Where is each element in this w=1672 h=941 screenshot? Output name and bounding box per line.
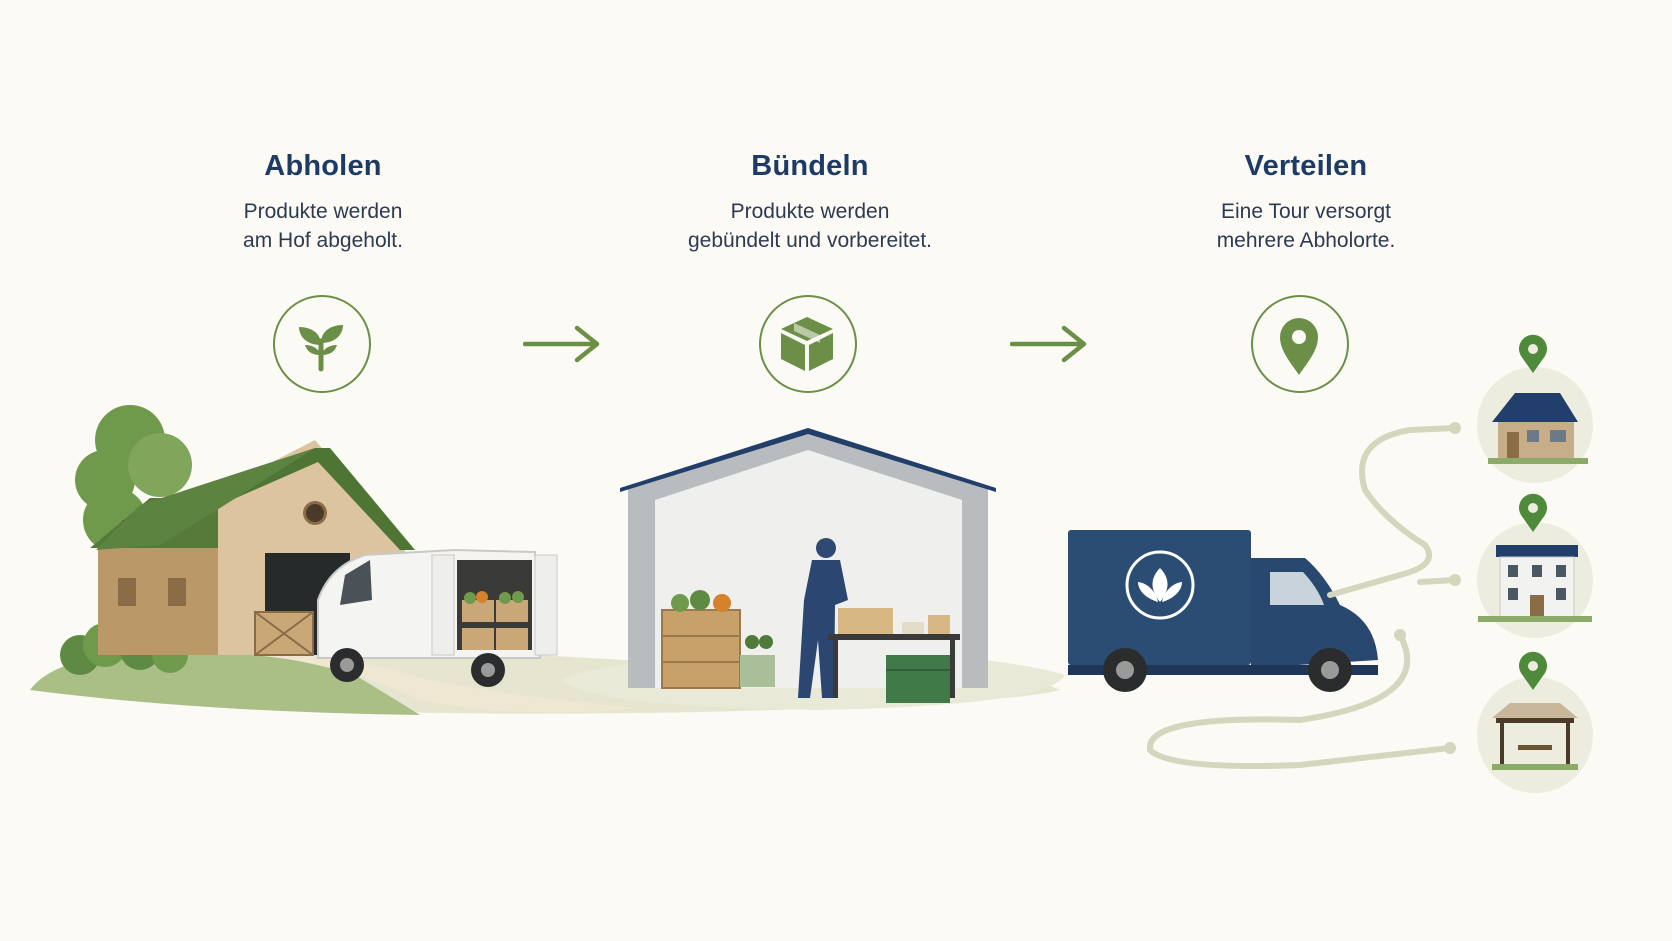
- step-verteilen: Verteilen Eine Tour versorgt mehrere Abh…: [1096, 150, 1516, 255]
- arrow-right-icon: [1010, 325, 1087, 363]
- destination-pavilion: [1477, 651, 1593, 793]
- step-description-line: mehrere Abholorte.: [1216, 229, 1396, 252]
- destination-apartment: [1477, 493, 1593, 638]
- step-description-line: Produkte werden: [730, 200, 890, 223]
- sprout-icon: [273, 295, 371, 393]
- step-description: Produkte werden am Hof abgeholt.: [113, 197, 533, 255]
- step-description-line: Eine Tour versorgt: [1220, 200, 1392, 223]
- step-title: Bündeln: [751, 150, 869, 182]
- delivery-van: [317, 548, 558, 687]
- step-description: Produkte werden gebündelt und vorbereite…: [600, 197, 1020, 255]
- map-pin-icon: [1251, 295, 1349, 393]
- warehouse: [560, 428, 1065, 710]
- package-icon: [759, 295, 857, 393]
- delivery-truck: [1068, 530, 1378, 692]
- step-description: Eine Tour versorgt mehrere Abholorte.: [1096, 197, 1516, 255]
- step-title: Verteilen: [1244, 150, 1368, 182]
- destination-house: [1477, 334, 1593, 483]
- step-title: Abholen: [264, 150, 382, 182]
- step-buendeln: Bündeln Produkte werden gebündelt und vo…: [600, 150, 1020, 255]
- step-abholen: Abholen Produkte werden am Hof abgeholt.: [113, 150, 533, 255]
- arrow-right-icon: [523, 325, 600, 363]
- step-description-line: Produkte werden: [243, 200, 403, 223]
- step-description-line: gebündelt und vorbereitet.: [687, 229, 932, 252]
- step-description-line: am Hof abgeholt.: [243, 229, 403, 252]
